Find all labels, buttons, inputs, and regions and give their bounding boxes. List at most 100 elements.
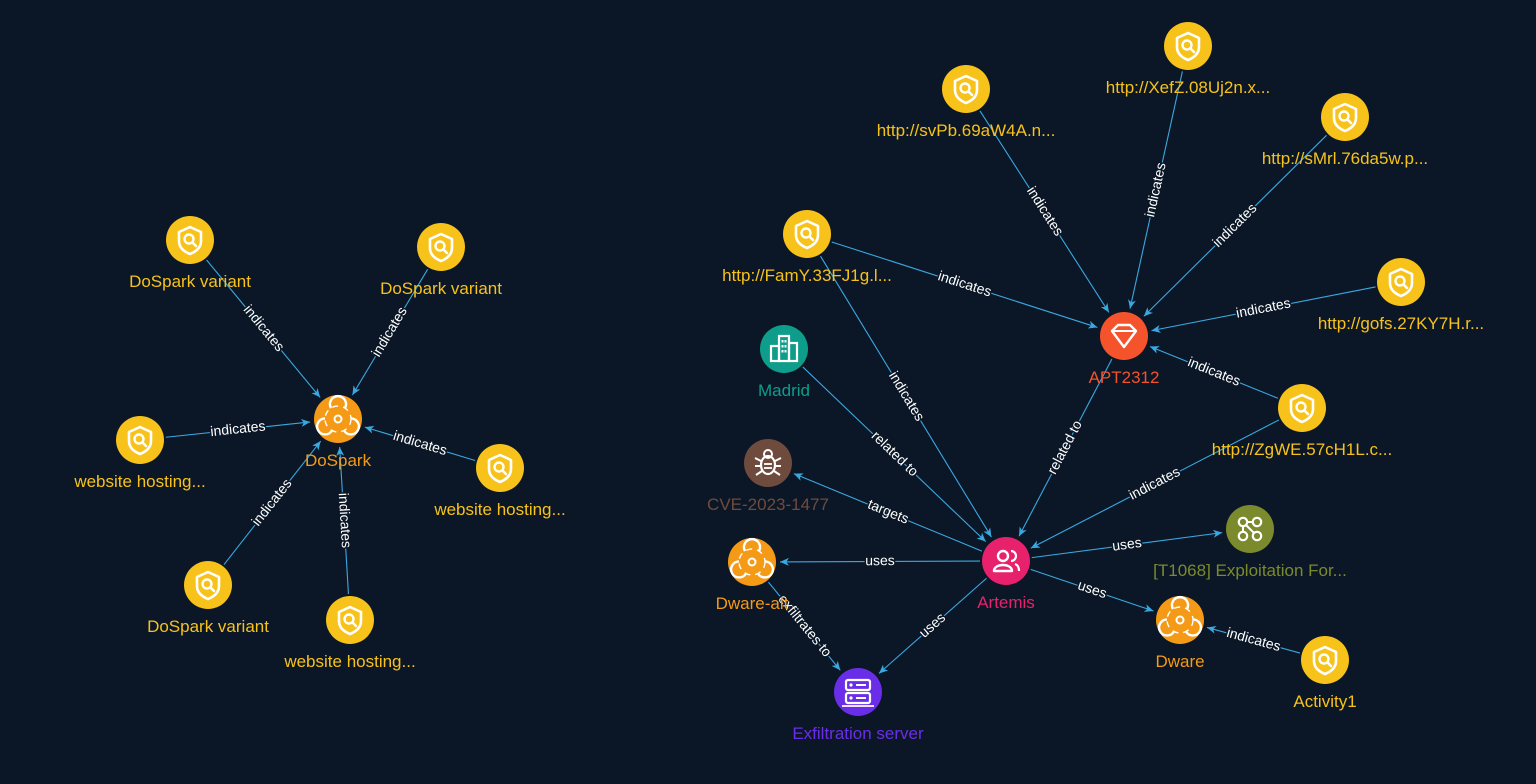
node-label: http://gofs.27KY7H.r... bbox=[1318, 314, 1484, 333]
edge-label: indicates bbox=[1126, 463, 1182, 503]
search-shield-icon bbox=[487, 453, 513, 484]
node-label: website hosting... bbox=[433, 500, 565, 519]
nodes-icon bbox=[1237, 516, 1263, 542]
node-indicator[interactable]: website hosting... bbox=[283, 596, 416, 671]
node-threat-actor[interactable]: Artemis bbox=[977, 537, 1035, 612]
edge-label: related to bbox=[1044, 417, 1085, 476]
edge-uses[interactable]: uses bbox=[878, 577, 987, 674]
edge-label: indicates bbox=[336, 492, 355, 548]
edge-line bbox=[831, 241, 1098, 329]
node-infrastructure[interactable]: Exfiltration server bbox=[792, 668, 924, 743]
edge-label: uses bbox=[865, 552, 895, 568]
node-circle bbox=[728, 538, 776, 586]
edge-indicates[interactable]: indicates bbox=[1206, 622, 1301, 656]
node-label: Artemis bbox=[977, 593, 1035, 612]
node-intrusion-set[interactable]: APT2312 bbox=[1089, 312, 1160, 387]
edge-label: indicates bbox=[936, 267, 994, 299]
edge-label: indicates bbox=[210, 417, 267, 439]
node-indicator[interactable]: http://XefZ.08Uj2n.x... bbox=[1106, 22, 1270, 97]
node-label: DoSpark variant bbox=[147, 617, 269, 636]
search-shield-icon bbox=[1289, 393, 1315, 424]
search-shield-icon bbox=[1175, 31, 1201, 62]
edge-indicates[interactable]: indicates bbox=[334, 446, 356, 595]
edge-label: related to bbox=[869, 427, 922, 479]
edge-indicates[interactable]: indicates bbox=[1149, 345, 1279, 399]
edge-label: indicates bbox=[1235, 294, 1292, 320]
node-circle bbox=[476, 444, 524, 492]
node-vulnerability[interactable]: CVE-2023-1477 bbox=[707, 439, 829, 514]
edge-label: indicates bbox=[1225, 624, 1283, 654]
node-indicator[interactable]: http://ZgWE.57cH1L.c... bbox=[1212, 384, 1392, 459]
edge-label: indicates bbox=[1209, 200, 1260, 250]
edge-label: uses bbox=[916, 609, 949, 641]
node-circle bbox=[116, 416, 164, 464]
edge-indicates[interactable]: indicates bbox=[364, 425, 476, 461]
node-indicator[interactable]: DoSpark variant bbox=[147, 561, 269, 636]
edge-label: indicates bbox=[1024, 183, 1067, 238]
node-label: Dware bbox=[1155, 652, 1204, 671]
node-location[interactable]: Madrid bbox=[758, 325, 810, 400]
node-circle bbox=[1321, 93, 1369, 141]
search-shield-icon bbox=[127, 425, 153, 456]
search-shield-icon bbox=[428, 232, 454, 263]
node-malware[interactable]: Dware-alt bbox=[716, 538, 789, 613]
edge-line bbox=[364, 425, 476, 461]
edge-label: indicates bbox=[368, 304, 410, 360]
node-attack-pattern[interactable]: [T1068] Exploitation For... bbox=[1153, 505, 1347, 580]
edge-line bbox=[779, 557, 981, 566]
node-malware[interactable]: DoSpark bbox=[305, 395, 372, 470]
node-indicator[interactable]: DoSpark variant bbox=[380, 223, 502, 298]
node-indicator[interactable]: http://FamY.33FJ1g.l... bbox=[722, 210, 892, 285]
node-indicator[interactable]: DoSpark variant bbox=[129, 216, 251, 291]
edge-label: indicates bbox=[1141, 161, 1169, 218]
node-indicator[interactable]: website hosting... bbox=[433, 444, 566, 519]
edge-line bbox=[979, 110, 1110, 313]
node-indicator[interactable]: http://sMrl.76da5w.p... bbox=[1262, 93, 1428, 168]
edge-uses[interactable]: uses bbox=[1030, 568, 1154, 612]
edge-indicates[interactable]: indicates bbox=[1128, 71, 1183, 309]
node-indicator[interactable]: website hosting... bbox=[73, 416, 206, 491]
biohazard-icon bbox=[1157, 596, 1203, 637]
edge-label: targets bbox=[866, 496, 912, 527]
node-malware[interactable]: Dware bbox=[1155, 596, 1205, 671]
node-circle bbox=[1164, 22, 1212, 70]
edge-label: indicates bbox=[1186, 353, 1243, 389]
node-label: http://svPb.69aW4A.n... bbox=[877, 121, 1056, 140]
node-indicator[interactable]: http://svPb.69aW4A.n... bbox=[877, 65, 1056, 140]
search-shield-icon bbox=[177, 225, 203, 256]
node-circle bbox=[783, 210, 831, 258]
node-circle bbox=[942, 65, 990, 113]
biohazard-icon bbox=[315, 395, 361, 436]
edge-line bbox=[1030, 419, 1280, 549]
node-circle bbox=[744, 439, 792, 487]
edge-uses[interactable]: uses bbox=[1031, 529, 1223, 559]
node-label: CVE-2023-1477 bbox=[707, 495, 829, 514]
edge-uses[interactable]: uses bbox=[779, 551, 981, 570]
city-icon bbox=[769, 334, 799, 363]
node-label: website hosting... bbox=[283, 652, 415, 671]
edge-indicates[interactable]: indicates bbox=[165, 416, 311, 441]
edges-layer: indicates indicates indicates indicates indi… bbox=[165, 71, 1376, 674]
edge-line bbox=[1143, 134, 1327, 317]
search-shield-icon bbox=[337, 605, 363, 636]
node-label: DoSpark bbox=[305, 451, 372, 470]
node-indicator[interactable]: Activity1 bbox=[1293, 636, 1357, 711]
edge-line bbox=[793, 473, 983, 552]
edge-indicates[interactable]: indicates bbox=[979, 110, 1110, 313]
node-circle bbox=[184, 561, 232, 609]
node-circle bbox=[314, 395, 362, 443]
edge-line bbox=[1206, 625, 1301, 654]
node-circle bbox=[1100, 312, 1148, 360]
edge-line bbox=[1031, 529, 1223, 559]
search-shield-icon bbox=[195, 570, 221, 601]
node-label: Dware-alt bbox=[716, 594, 789, 613]
node-label: http://ZgWE.57cH1L.c... bbox=[1212, 440, 1392, 459]
node-circle bbox=[326, 596, 374, 644]
node-indicator[interactable]: http://gofs.27KY7H.r... bbox=[1318, 258, 1484, 333]
edge-line bbox=[223, 440, 322, 565]
node-label: [T1068] Exploitation For... bbox=[1153, 561, 1347, 580]
node-circle bbox=[1301, 636, 1349, 684]
node-circle bbox=[417, 223, 465, 271]
edge-line bbox=[878, 577, 987, 674]
